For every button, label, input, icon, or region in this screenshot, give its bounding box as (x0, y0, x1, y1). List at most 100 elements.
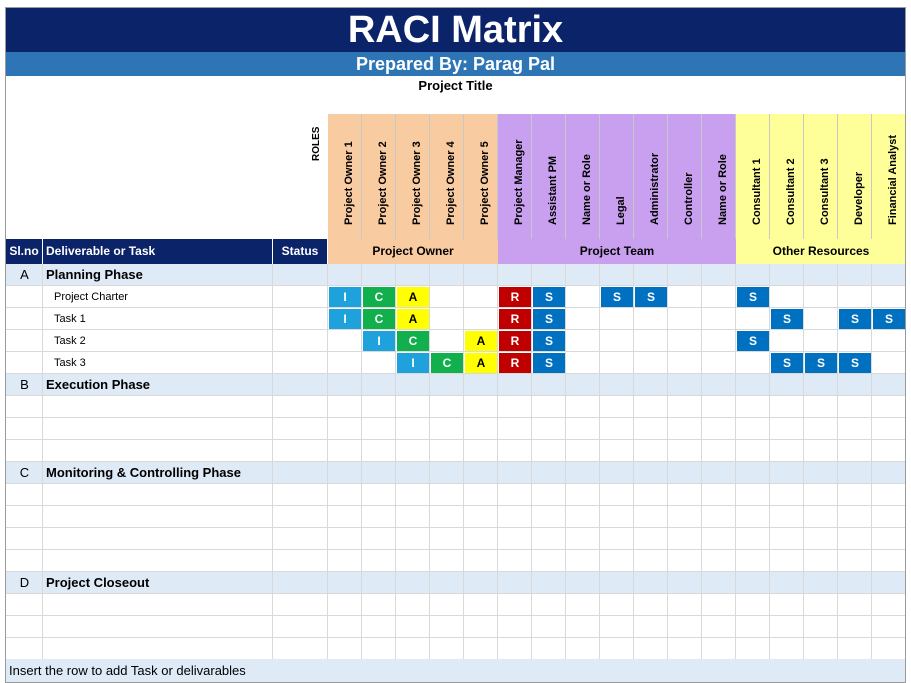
phase-label: Project Closeout (46, 575, 150, 590)
raci-cell-s[interactable]: S (805, 353, 837, 373)
cell-divider (6, 506, 328, 527)
cell-divider (702, 396, 736, 417)
raci-cell-s[interactable]: S (533, 309, 565, 329)
cell-divider (6, 616, 328, 637)
table-row[interactable] (6, 506, 905, 528)
raci-cell-s[interactable]: S (839, 353, 871, 373)
raci-cell-s[interactable]: S (873, 309, 905, 329)
roles-label: ROLES (311, 126, 322, 161)
cell-divider (328, 396, 362, 417)
cell-divider (736, 374, 770, 395)
cell-divider (328, 374, 362, 395)
raci-cell-s[interactable]: S (737, 287, 769, 307)
raci-cell-i[interactable]: I (397, 353, 429, 373)
table-row[interactable] (6, 440, 905, 462)
cell-divider (600, 572, 634, 593)
cell-divider (464, 462, 498, 483)
role-header: Controller (668, 114, 702, 239)
cell-divider (464, 352, 498, 373)
role-label: Administrator (648, 152, 661, 225)
cell-divider (702, 440, 736, 461)
cell-divider (702, 352, 736, 373)
raci-cell-s[interactable]: S (635, 287, 667, 307)
raci-cell-s[interactable]: S (839, 309, 871, 329)
role-label: Name or Role (580, 154, 593, 225)
cell-divider (634, 594, 668, 615)
table-row[interactable] (6, 396, 905, 418)
raci-cell-c[interactable]: C (363, 287, 395, 307)
cell-divider (464, 308, 498, 329)
raci-cell-i[interactable]: I (329, 309, 361, 329)
raci-cell-c[interactable]: C (363, 309, 395, 329)
raci-cell-r[interactable]: R (499, 287, 531, 307)
cell-divider (6, 330, 273, 351)
cell-divider (804, 264, 838, 285)
role-header: Consultant 2 (770, 114, 804, 239)
cell-divider (770, 484, 804, 505)
cell-divider (6, 418, 328, 439)
table-row[interactable] (6, 594, 905, 616)
cell-divider (6, 418, 43, 439)
cell-divider (532, 264, 566, 285)
raci-cell-r[interactable]: R (499, 331, 531, 351)
cell-divider (430, 330, 464, 351)
table-row[interactable] (6, 418, 905, 440)
table-row[interactable] (6, 550, 905, 572)
cell-divider (736, 484, 770, 505)
cell-divider (736, 638, 770, 659)
table-row[interactable] (6, 616, 905, 638)
cell-divider (872, 440, 905, 461)
cell-divider (6, 308, 273, 329)
cell-divider (498, 616, 532, 637)
raci-cell-s[interactable]: S (771, 309, 803, 329)
raci-cell-r[interactable]: R (499, 309, 531, 329)
cell-divider (464, 264, 498, 285)
raci-cell-s[interactable]: S (533, 331, 565, 351)
table-row[interactable] (6, 638, 905, 660)
cell-divider (362, 264, 396, 285)
cell-divider (770, 506, 804, 527)
raci-cell-s[interactable]: S (771, 353, 803, 373)
cell-divider (804, 330, 838, 351)
raci-cell-a[interactable]: A (397, 309, 429, 329)
cell-divider (532, 286, 566, 307)
raci-cell-r[interactable]: R (499, 353, 531, 373)
raci-cell-s[interactable]: S (533, 353, 565, 373)
phase-label: Monitoring & Controlling Phase (46, 465, 241, 480)
raci-cell-a[interactable]: A (465, 331, 497, 351)
table-row[interactable] (6, 528, 905, 550)
raci-cell-s[interactable]: S (737, 331, 769, 351)
project-title[interactable]: Project Title (418, 78, 493, 93)
role-label: Controller (682, 172, 695, 225)
cell-divider (6, 330, 43, 351)
raci-cell-c[interactable]: C (397, 331, 429, 351)
cell-divider (362, 594, 396, 615)
cell-divider (396, 484, 430, 505)
table-row[interactable] (6, 484, 905, 506)
cell-divider (532, 462, 566, 483)
raci-cell-s[interactable]: S (601, 287, 633, 307)
cell-divider (430, 594, 464, 615)
raci-cell-a[interactable]: A (397, 287, 429, 307)
raci-cell-i[interactable]: I (363, 331, 395, 351)
raci-cell-s[interactable]: S (533, 287, 565, 307)
cell-divider (804, 506, 838, 527)
cell-divider (396, 638, 430, 659)
cell-divider (362, 352, 396, 373)
cell-divider (668, 594, 702, 615)
raci-cell-c[interactable]: C (431, 353, 463, 373)
cell-divider (6, 440, 328, 461)
raci-cell-i[interactable]: I (329, 287, 361, 307)
raci-cell-a[interactable]: A (465, 353, 497, 373)
cell-divider (702, 638, 736, 659)
cell-divider (668, 484, 702, 505)
cell-divider (396, 352, 430, 373)
